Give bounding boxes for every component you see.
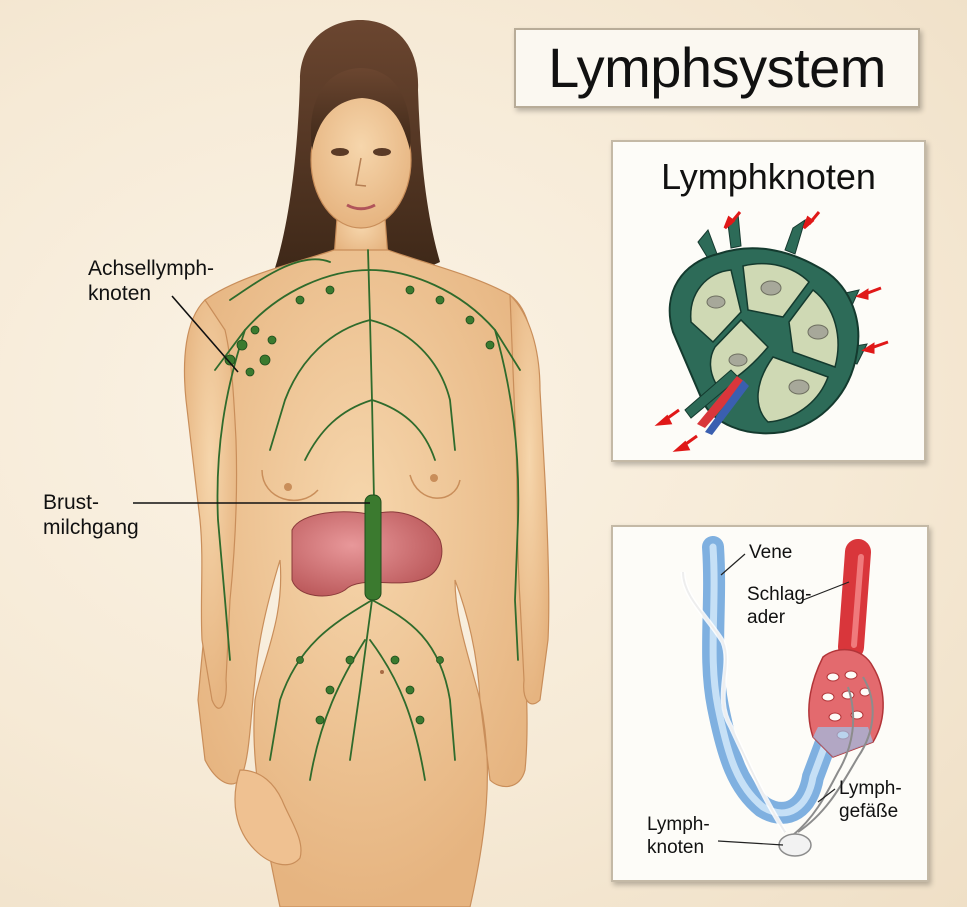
blood-lymph-vessel-panel: Vene Schlag- ader Lymph- gefäße Lymph- k… (611, 525, 929, 882)
efferent-arrows (654, 408, 698, 452)
right-breast (409, 474, 461, 499)
lymph-vessels-label: Lymph- gefäße (839, 778, 902, 822)
axillary-label: Achsellymph- knoten (88, 257, 215, 305)
lymph-nodes (224, 285, 495, 725)
afferent-arrows (723, 211, 889, 354)
efferent-vessels (684, 369, 749, 435)
lymph-node-cross-section (654, 211, 889, 452)
vein-leader (720, 553, 746, 576)
small-lymph-node (778, 833, 812, 857)
artery-leader (802, 581, 850, 601)
lymph-node-panel-title: Lymphknoten (661, 156, 876, 197)
left-breast (261, 469, 319, 501)
vessel-illustration (680, 536, 884, 857)
title-box: Lymphsystem (514, 28, 920, 108)
axillary-leader-line (171, 295, 239, 373)
lymph-node-panel: Lymphknoten (611, 140, 926, 462)
thoracic-duct-label: Brust- milchgang (43, 491, 139, 539)
lymph-vessels-leader (817, 788, 836, 803)
vein-label: Vene (749, 542, 793, 563)
thoracic-duct (364, 494, 382, 601)
lymph-node-label: Lymph- knoten (647, 814, 710, 858)
artery-label: Schlag- ader (747, 584, 812, 628)
lymph-node-leader (717, 840, 784, 846)
hair-front (310, 68, 411, 150)
left-hand (234, 769, 302, 866)
page-title: Lymphsystem (548, 36, 886, 99)
